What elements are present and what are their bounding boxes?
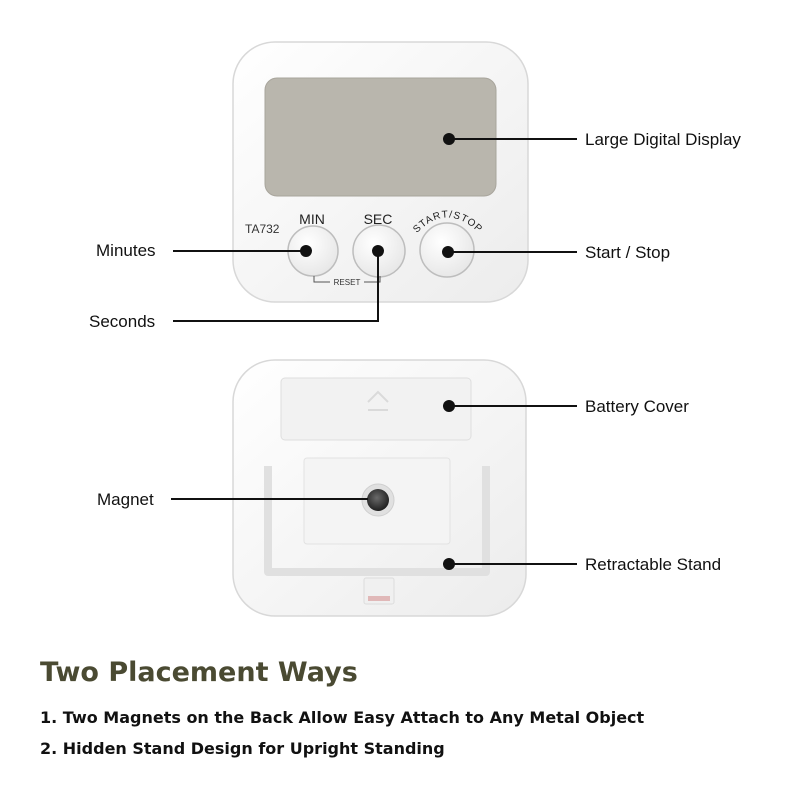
label-retractable-stand: Retractable Stand bbox=[585, 555, 722, 574]
reset-bracket bbox=[313, 276, 381, 283]
reset-label: RESET bbox=[334, 278, 361, 287]
caption-title: Two Placement Ways bbox=[40, 657, 358, 688]
callout-dot-display bbox=[443, 133, 455, 145]
magnet-icon bbox=[367, 489, 389, 511]
caption-item-2: 2. Hidden Stand Design for Upright Stand… bbox=[40, 739, 445, 758]
timer-back bbox=[232, 359, 527, 617]
sec-button-label: SEC bbox=[364, 211, 393, 227]
label-start-stop: Start / Stop bbox=[585, 243, 671, 262]
model-number: TA732 bbox=[245, 222, 280, 236]
callout-dot-start-stop bbox=[442, 246, 454, 258]
callout-dot-minutes bbox=[300, 245, 312, 257]
lcd-display bbox=[264, 77, 497, 197]
callout-dots bbox=[300, 133, 455, 570]
callout-dot-stand bbox=[443, 558, 455, 570]
caption-item-1: 1. Two Magnets on the Back Allow Easy At… bbox=[40, 708, 645, 727]
stand-tab-mark bbox=[368, 596, 390, 601]
label-seconds: Seconds bbox=[89, 312, 156, 331]
callout-dot-seconds bbox=[372, 245, 384, 257]
min-button-label: MIN bbox=[299, 211, 325, 227]
retractable-stand[interactable] bbox=[264, 466, 490, 576]
timer-front: TA732 MIN SEC START/STOP RESET bbox=[232, 41, 529, 303]
label-large-display: Large Digital Display bbox=[585, 130, 741, 149]
label-magnet: Magnet bbox=[97, 490, 154, 509]
label-minutes: Minutes bbox=[96, 241, 156, 260]
callout-lines bbox=[171, 138, 577, 565]
callout-dot-battery bbox=[443, 400, 455, 412]
callout-line-seconds bbox=[173, 251, 379, 322]
battery-arrow-icon bbox=[367, 390, 389, 411]
label-battery-cover: Battery Cover bbox=[585, 397, 689, 416]
